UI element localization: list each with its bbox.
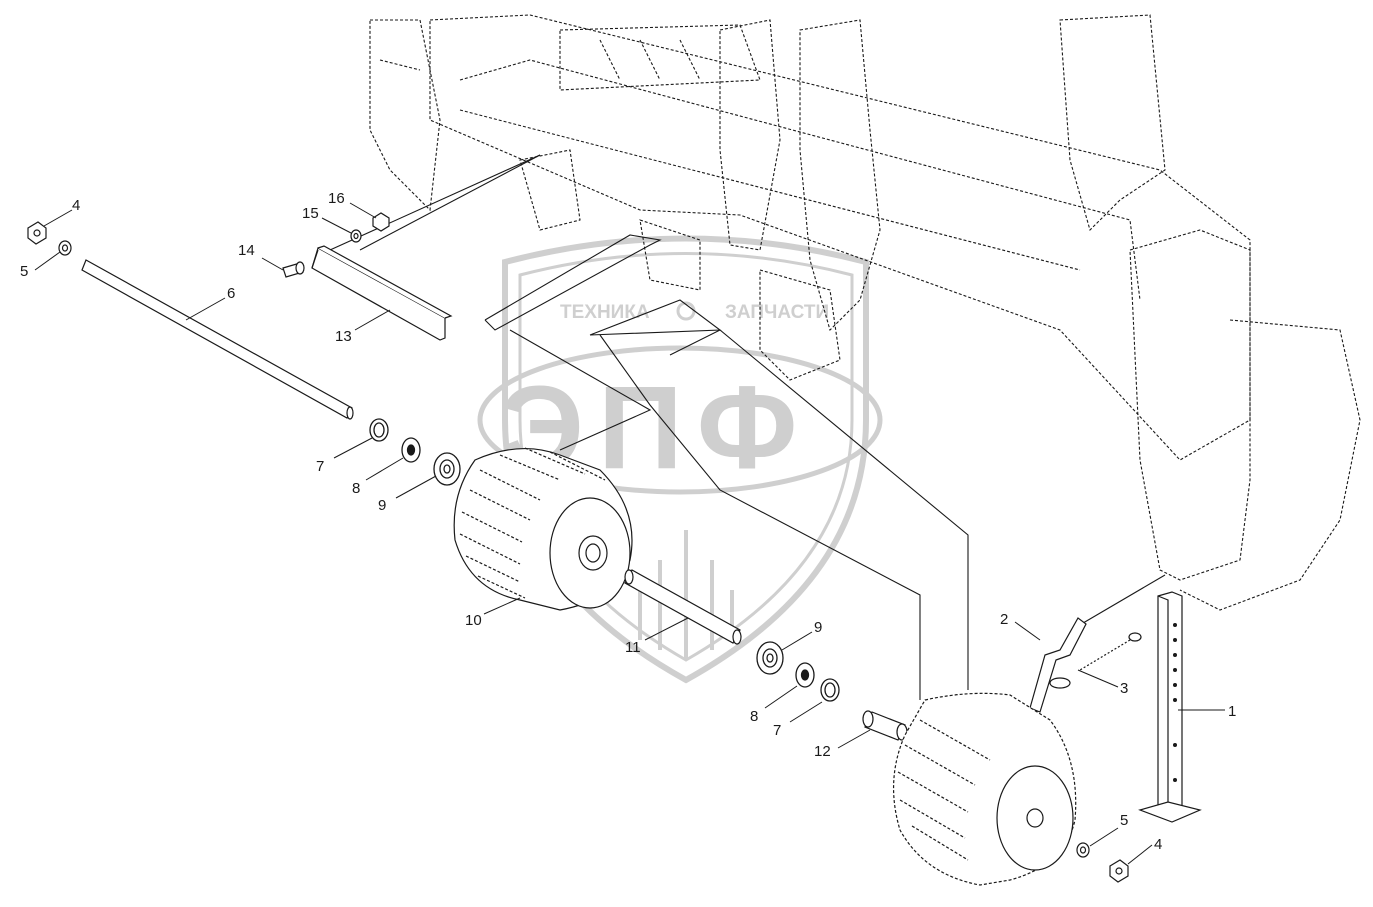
assembly-line-to-wheel2 — [669, 329, 969, 690]
watermark-word-left: ТЕХНИКА — [560, 302, 650, 323]
part-bearing-9-left — [433, 452, 461, 486]
wheel-bore — [585, 543, 601, 563]
part-washer-right — [1076, 842, 1090, 858]
frame-right-leg — [1129, 229, 1251, 581]
callout-2: 2 — [1000, 611, 1008, 628]
part-lanyard — [1049, 632, 1142, 689]
callout-8-right: 8 — [750, 708, 758, 725]
frame-right-column — [1059, 14, 1166, 232]
frame-upper-rail — [459, 59, 1141, 301]
assembly-line-axle — [484, 234, 662, 331]
assembly-line-wheel-left — [509, 329, 652, 451]
frame-main-beam — [429, 14, 1251, 461]
part-washer-8-left — [401, 437, 421, 463]
callout-8-left: 8 — [352, 480, 360, 497]
callout-9-left: 9 — [378, 497, 386, 514]
watermark-word-right: ЗАПЧАСТИ — [725, 302, 829, 323]
frame-left-bracket — [369, 19, 441, 212]
callout-11: 11 — [625, 639, 641, 656]
callout-labels: 1 2 3 4 4 5 5 6 7 7 8 8 9 9 10 11 12 13 … — [20, 190, 1236, 853]
assembly-line-wheel-right — [599, 334, 921, 700]
callout-1: 1 — [1228, 703, 1236, 720]
callout-4-left: 4 — [72, 197, 80, 214]
part-washer-15 — [350, 229, 362, 243]
support-leg-foot — [1138, 801, 1202, 823]
part-axle-rod — [81, 259, 354, 420]
part-bearing-9-right — [756, 641, 784, 675]
part-nut-16 — [372, 212, 390, 232]
frame-tine-rake — [1179, 319, 1361, 611]
assembly-line-bracket — [329, 154, 541, 251]
frame-center-plate — [759, 269, 841, 381]
part-washer-8-right — [795, 662, 815, 688]
part-wheel-assembled — [893, 692, 1077, 886]
callout-7-left: 7 — [316, 458, 324, 475]
frame-comb-teeth — [559, 24, 761, 91]
callout-9-right: 9 — [814, 619, 822, 636]
part-nut-right — [1109, 859, 1129, 883]
watermark-gear-icon — [676, 301, 696, 321]
callout-5-right: 5 — [1120, 812, 1128, 829]
part-bolt-14 — [282, 261, 305, 278]
wheel-tread — [459, 447, 606, 599]
part-nut-left — [27, 221, 47, 245]
callout-4-right: 4 — [1154, 836, 1162, 853]
watermark-wheat-icon — [638, 530, 734, 660]
support-leg-front-face — [1157, 595, 1169, 815]
callout-5-left: 5 — [20, 263, 28, 280]
part-washer-left — [58, 240, 72, 256]
callout-3: 3 — [1120, 680, 1128, 697]
callout-10: 10 — [465, 612, 482, 629]
assembly-lines — [329, 154, 1166, 700]
part-bent-pin — [1029, 617, 1087, 713]
part-ring-7-left — [369, 418, 389, 442]
assembly-line-bracket-2 — [359, 154, 541, 251]
assembly-line-wheel-mid — [589, 299, 722, 336]
part-short-sleeve — [862, 710, 908, 741]
frame-upright-mid — [719, 19, 781, 251]
assembly-line-pin — [1077, 574, 1166, 627]
part-spacer-tube — [624, 569, 742, 645]
frame-lower-bracket — [519, 149, 701, 291]
support-leg-holes — [1173, 623, 1177, 782]
callout-7-right: 7 — [773, 722, 781, 739]
callout-14: 14 — [238, 242, 255, 259]
callout-13: 13 — [335, 328, 352, 345]
frame-upright-center — [799, 19, 881, 332]
support-leg-body — [1157, 591, 1183, 816]
callout-6: 6 — [227, 285, 235, 302]
callout-16: 16 — [328, 190, 345, 207]
machine-frame — [369, 14, 1361, 611]
part-wheel-main — [453, 447, 633, 611]
watermark-ring — [477, 345, 883, 495]
part-ring-7-right — [820, 678, 840, 702]
callout-leaders — [34, 202, 1225, 865]
part-angle-bracket — [311, 245, 453, 341]
callout-15: 15 — [302, 205, 319, 222]
callout-12: 12 — [814, 743, 831, 760]
part-support-leg — [1138, 591, 1202, 823]
